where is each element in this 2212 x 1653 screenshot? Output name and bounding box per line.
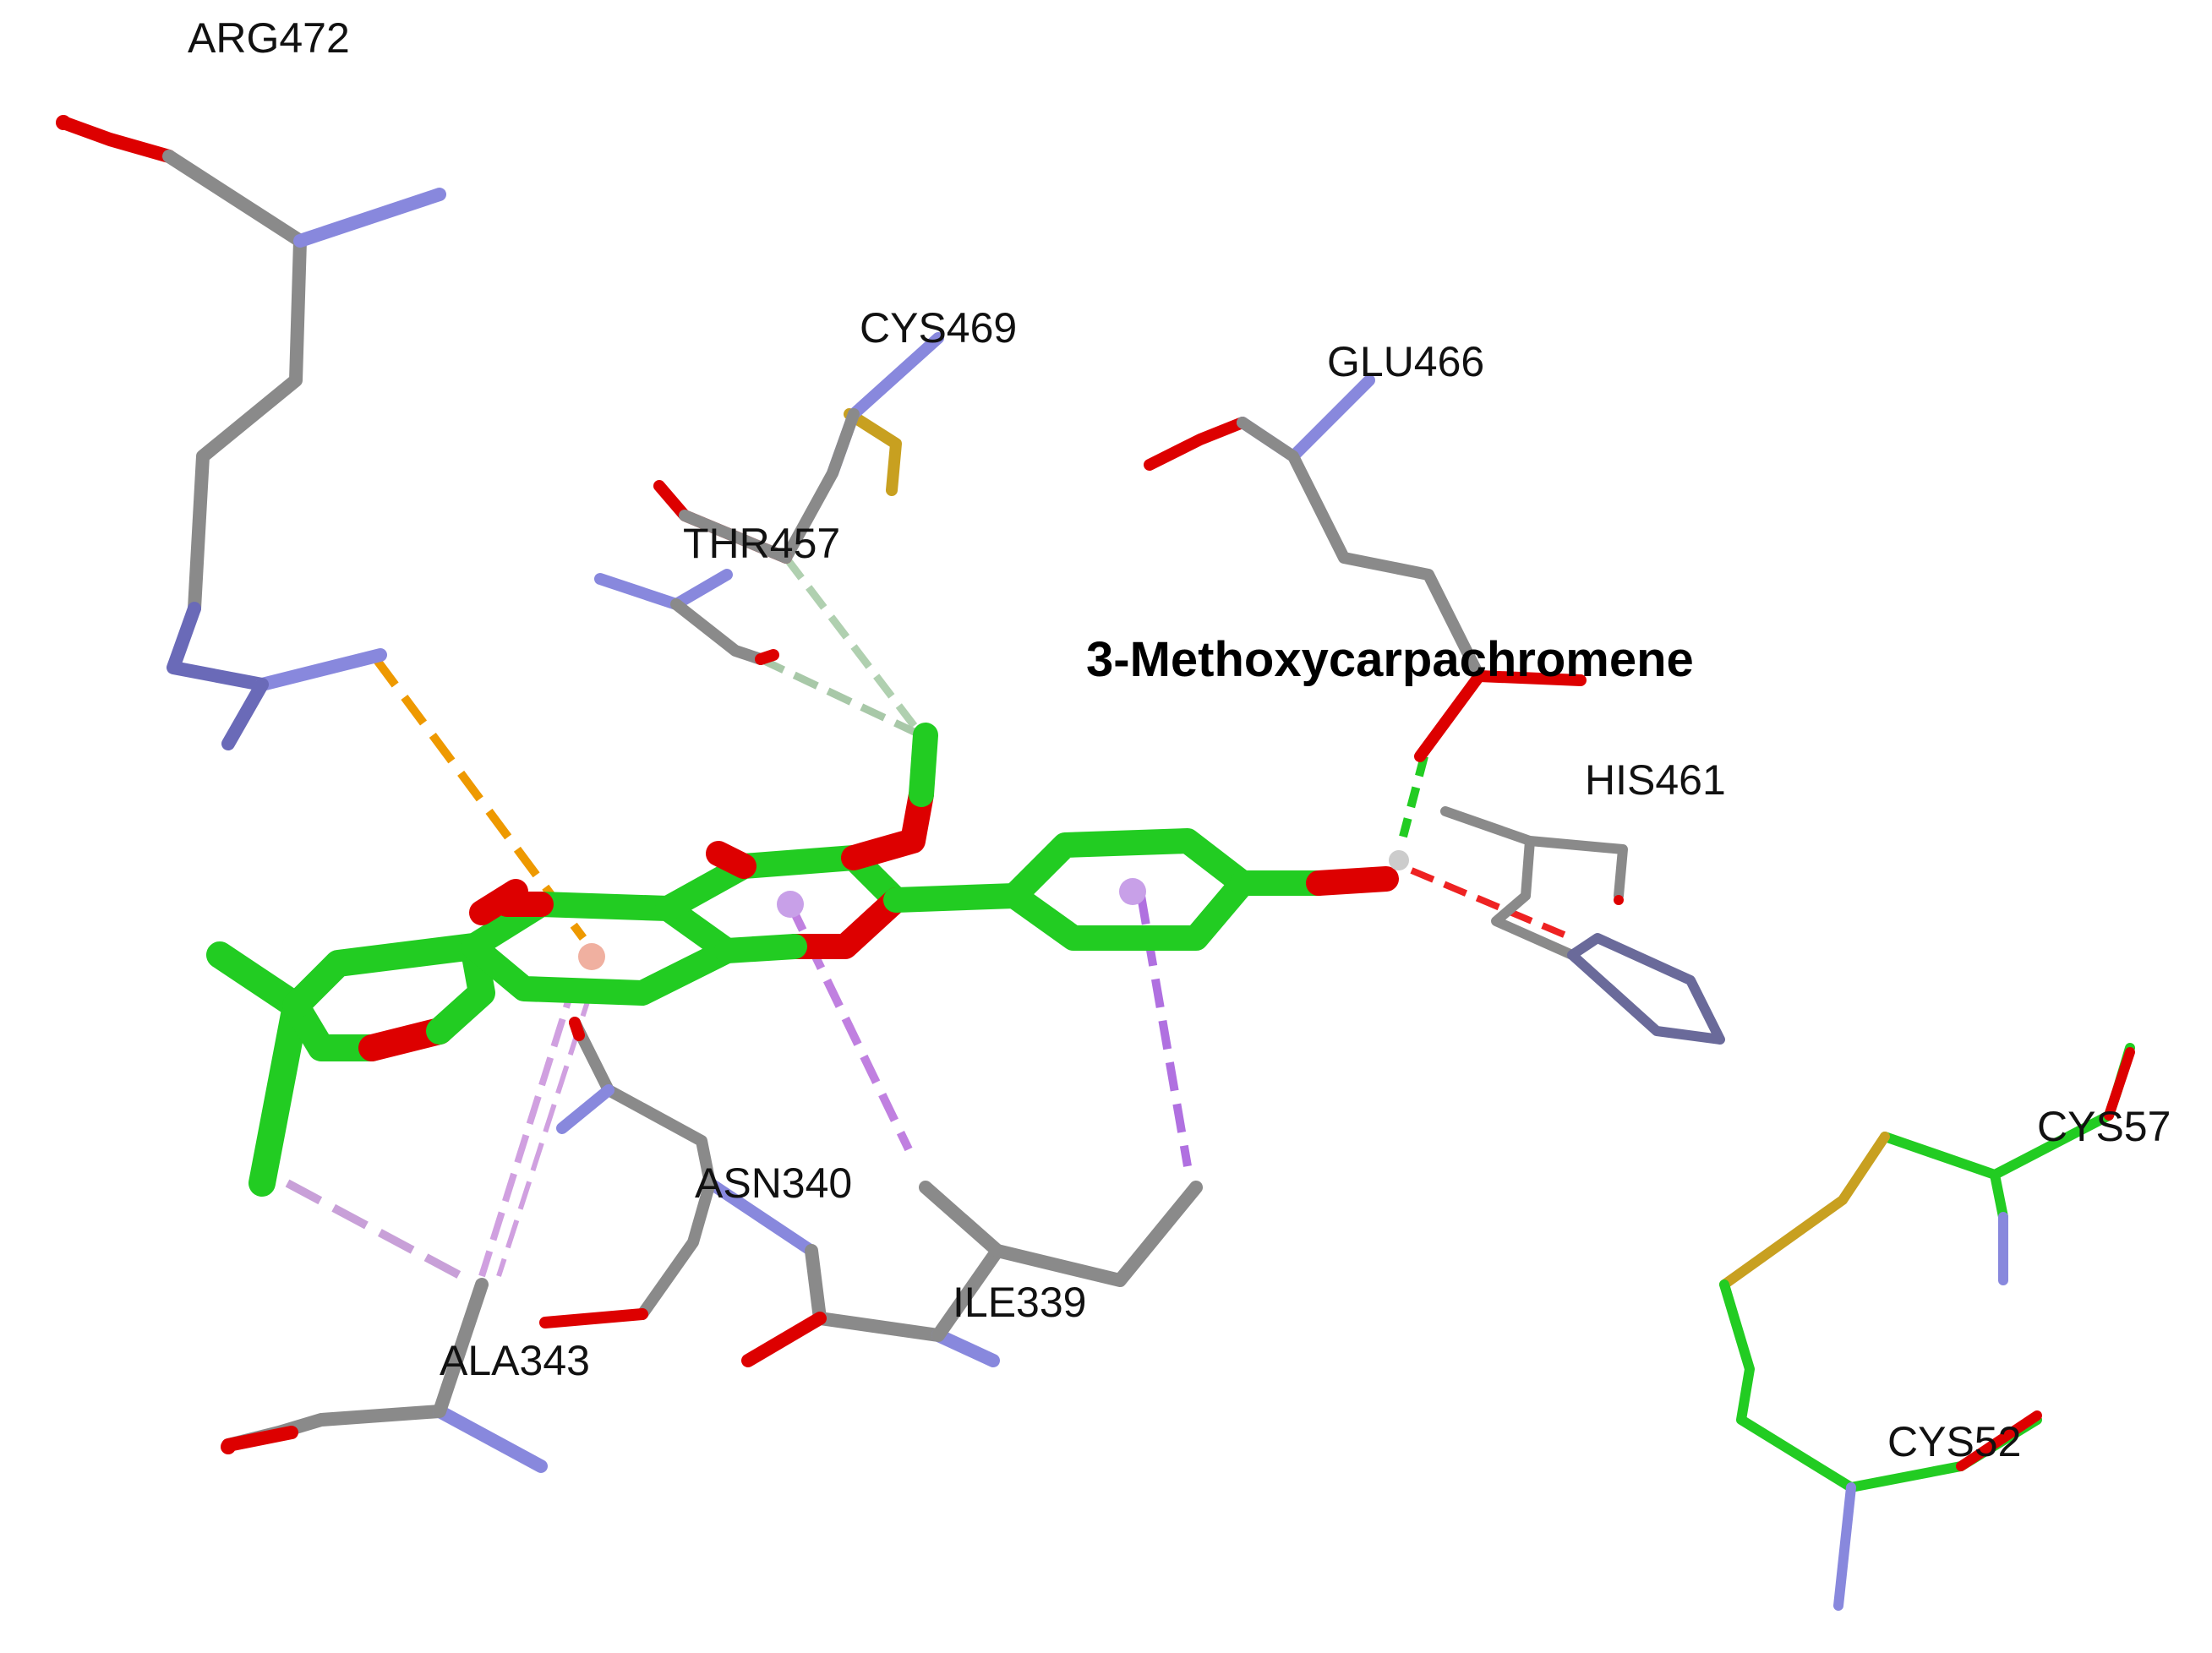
pi-cation-arg472	[372, 657, 587, 941]
pi-alkyl-ala343-b	[478, 979, 578, 1278]
residue-sticks	[56, 115, 2135, 1611]
ring-centroid-2	[1119, 878, 1146, 905]
ligand-sticks	[206, 723, 1409, 1197]
unfavorable-his461	[1410, 867, 1574, 941]
ring-centroid-1	[777, 891, 804, 918]
label-cys57: CYS57	[2037, 1103, 2171, 1150]
ala343-sticks	[221, 1278, 548, 1473]
label-cys469: CYS469	[860, 304, 1017, 352]
ligand-pyranone-ring	[655, 723, 938, 963]
thr457-sticks	[594, 510, 792, 665]
glu466-sticks	[1144, 374, 1587, 762]
ligand-aromatic-ring-2	[883, 828, 1409, 951]
label-thr457: THR457	[683, 520, 840, 567]
arg472-sticks	[56, 115, 446, 750]
ch-bond-thr457-b	[759, 655, 923, 739]
label-cys52: CYS52	[1887, 1418, 2021, 1465]
asn340-sticks	[539, 1017, 817, 1328]
label-ala343: ALA343	[440, 1337, 590, 1384]
label-asn340: ASN340	[695, 1159, 852, 1207]
h-bond-glu466	[1399, 755, 1428, 838]
pi-alkyl-ala343-a	[285, 1179, 472, 1285]
cys57-cys52-sticks	[1719, 1043, 2135, 1611]
ile339-sticks	[741, 1181, 1203, 1367]
label-his461: HIS461	[1585, 756, 1726, 804]
label-arg472: ARG472	[188, 14, 350, 62]
ch-bond-thr457-a	[783, 555, 925, 738]
label-ligand-name: 3-Methoxycarpachromene	[1086, 632, 1694, 687]
labels: ARG472 CYS469 GLU466 THR457 3-Methoxycar…	[188, 14, 2171, 1465]
his461-sticks	[1440, 806, 1725, 1045]
pi-cation-centroid	[578, 943, 605, 970]
label-glu466: GLU466	[1327, 338, 1484, 385]
label-ile339: ILE339	[953, 1279, 1086, 1326]
ligand-chromene-ring	[206, 933, 495, 1197]
